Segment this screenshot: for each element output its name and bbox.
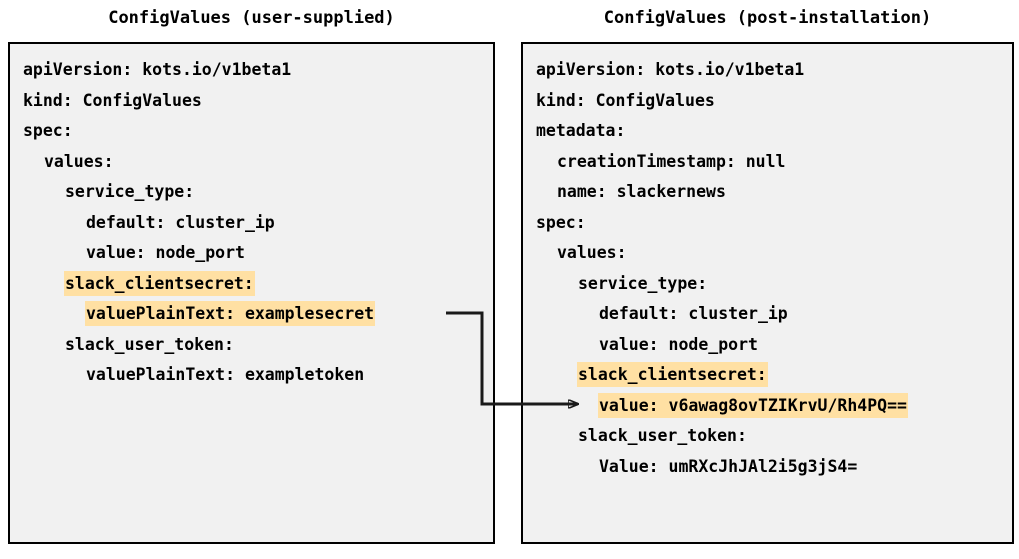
code-lines-user-supplied: apiVersion: kots.io/v1beta1 kind: ConfigV… — [10, 44, 493, 391]
code-line: service_type: — [10, 177, 493, 208]
code-line: slack_clientsecret: — [523, 360, 1012, 391]
code-line-text: values: — [557, 243, 627, 262]
code-line: values: — [523, 238, 1012, 269]
code-line: spec: — [523, 208, 1012, 239]
code-line: Value: umRXcJhJAl2i5g3jS4= — [523, 452, 1012, 483]
code-line-text: creationTimestamp: null — [557, 151, 786, 171]
code-line-text: spec: — [536, 212, 586, 232]
code-line-text: service_type: — [578, 273, 708, 293]
code-line-text: values: — [44, 151, 114, 171]
code-line-text: apiVersion: kots.io/v1beta1 — [23, 60, 292, 79]
code-line-text: spec: — [23, 121, 73, 140]
code-line-text: value: node_port — [86, 243, 245, 262]
code-line: apiVersion: kots.io/v1beta1 — [10, 55, 493, 86]
code-line-text: value: node_port — [599, 334, 758, 354]
code-line: kind: ConfigValues — [523, 86, 1012, 117]
code-line: values: — [10, 147, 493, 178]
code-line: name: slackernews — [523, 177, 1012, 208]
code-line-text: kind: ConfigValues — [536, 90, 715, 110]
code-line: metadata: — [523, 116, 1012, 147]
code-line-text: Value: umRXcJhJAl2i5g3jS4= — [599, 456, 858, 476]
code-line-text: slack_user_token: — [578, 426, 747, 445]
code-line-text: slack_clientsecret: — [578, 363, 767, 386]
code-line: creationTimestamp: null — [523, 147, 1012, 178]
code-line-text: service_type: — [65, 182, 195, 201]
code-box-user-supplied: apiVersion: kots.io/v1beta1 kind: ConfigV… — [8, 42, 495, 544]
code-line: valuePlainText: examplesecret — [10, 299, 493, 330]
code-line-text: metadata: — [536, 121, 626, 140]
code-line: slack_user_token: — [523, 421, 1012, 452]
code-line: slack_clientsecret: — [10, 269, 493, 300]
code-line: value: node_port — [523, 330, 1012, 361]
code-line-text: valuePlainText: examplesecret — [86, 302, 375, 325]
code-box-post-installation: apiVersion: kots.io/v1beta1 kind: ConfigV… — [521, 42, 1014, 544]
code-lines-post-installation: apiVersion: kots.io/v1beta1 kind: ConfigV… — [523, 44, 1012, 482]
code-line: slack_user_token: — [10, 330, 493, 361]
code-line-text: value: v6awag8ovTZIKrvU/Rh4PQ== — [599, 393, 907, 417]
code-line: value: v6awag8ovTZIKrvU/Rh4PQ== — [523, 391, 1012, 422]
code-line-text: default: cluster_ip — [599, 304, 788, 323]
code-line-text: slack_clientsecret: — [65, 271, 254, 295]
code-line: kind: ConfigValues — [10, 86, 493, 117]
code-line-text: default: cluster_ip — [86, 212, 275, 232]
code-line-text: valuePlainText: exampletoken — [86, 365, 365, 384]
code-line: value: node_port — [10, 238, 493, 269]
code-line-text: kind: ConfigValues — [23, 90, 202, 110]
panel-title-post-installation: ConfigValues (post-installation) — [603, 8, 932, 28]
code-line: default: cluster_ip — [523, 299, 1012, 330]
code-line: valuePlainText: exampletoken — [10, 360, 493, 391]
panel-title-user-supplied: ConfigValues (user-supplied) — [108, 8, 395, 28]
code-line-text: name: slackernews — [557, 182, 726, 201]
code-line: spec: — [10, 116, 493, 147]
code-line: default: cluster_ip — [10, 208, 493, 239]
code-line-text: slack_user_token: — [65, 334, 234, 354]
code-line: service_type: — [523, 269, 1012, 300]
code-line-text: apiVersion: kots.io/v1beta1 — [536, 60, 805, 79]
code-line: apiVersion: kots.io/v1beta1 — [523, 55, 1012, 86]
